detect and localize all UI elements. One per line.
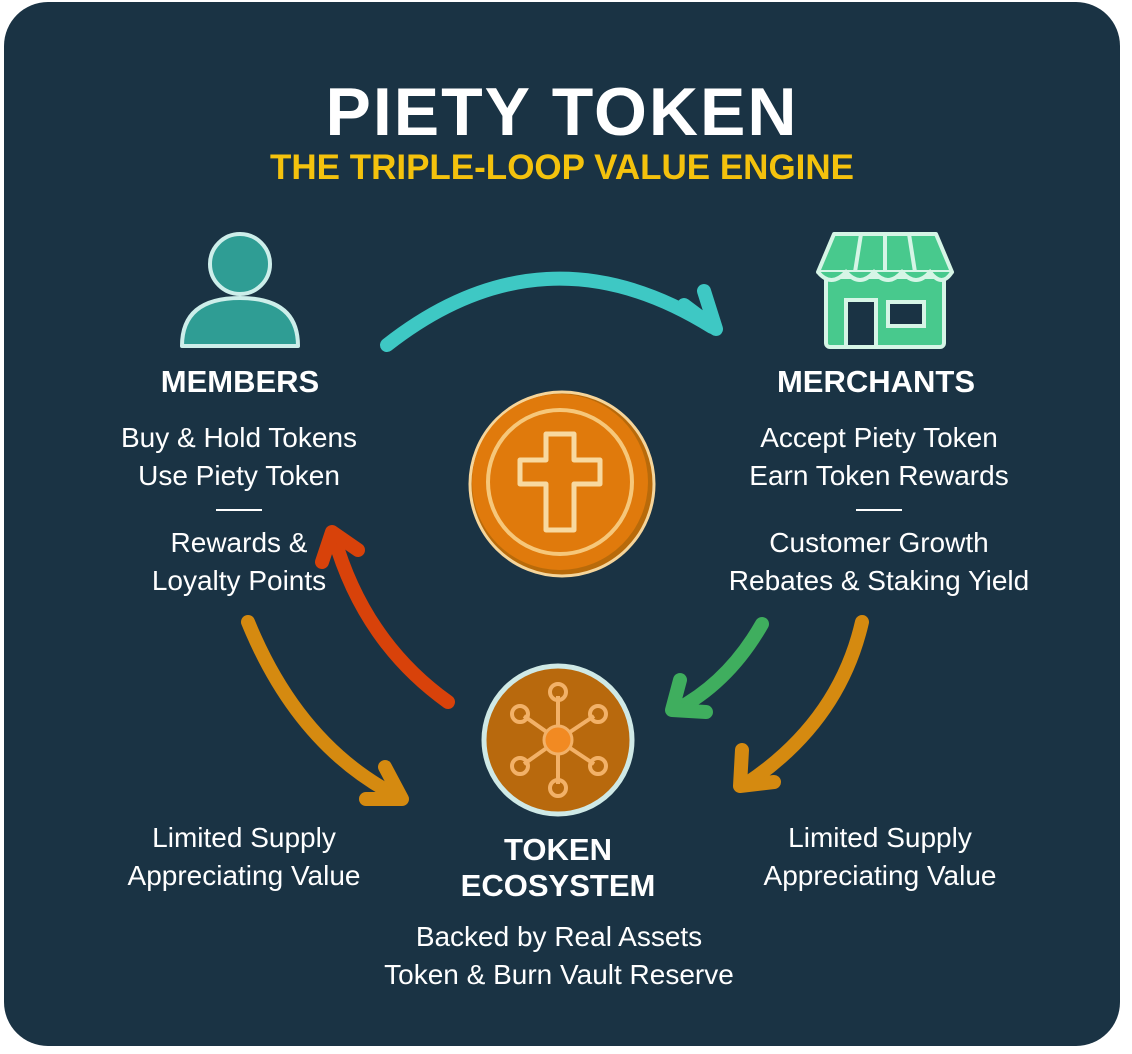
members-line: Buy & Hold Tokens [120, 422, 358, 453]
merchants-line: Earn Token Rewards [749, 460, 1009, 491]
merchants-line: Rebates & Staking Yield [728, 565, 1030, 596]
right-supply-note: Limited Supply Appreciating Value [720, 819, 1040, 895]
ecosystem-line: Token & Burn Vault Reserve [384, 959, 734, 990]
members-line: Loyalty Points [151, 565, 327, 596]
left-note-line: Limited Supply [152, 822, 336, 853]
ecosystem-heading: TOKEN ECOSYSTEM [408, 832, 708, 904]
arrow-merchants-to-ecosystem [665, 617, 769, 719]
members-line: Use Piety Token [138, 460, 340, 491]
page-subtitle: THE TRIPLE-LOOP VALUE ENGINE [269, 148, 855, 187]
page-title: PIETY TOKEN [325, 74, 799, 150]
piety-coin-icon [468, 390, 656, 578]
right-note-line: Appreciating Value [763, 860, 997, 891]
left-supply-note: Limited Supply Appreciating Value [84, 819, 404, 895]
arrow-merchants-yield-to-ecosystem [733, 615, 869, 793]
merchants-line: Accept Piety Token [760, 422, 998, 453]
member-icon [180, 232, 300, 348]
arrow-members-to-ecosystem [241, 615, 409, 806]
diagram-card: PIETY TOKEN THE TRIPLE-LOOP VALUE ENGINE… [4, 2, 1120, 1046]
ecosystem-line: Backed by Real Assets [415, 921, 703, 952]
ecosystem-heading-line: TOKEN [504, 832, 612, 867]
members-benefits: Rewards & Loyalty Points [64, 524, 414, 600]
members-line: Rewards & [170, 527, 308, 558]
members-heading: MEMBERS [160, 364, 320, 399]
ecosystem-details: Backed by Real Assets Token & Burn Vault… [344, 918, 774, 994]
merchants-benefits: Customer Growth Rebates & Staking Yield [694, 524, 1064, 600]
ecosystem-network-icon [481, 663, 635, 817]
ecosystem-heading-line: ECOSYSTEM [460, 868, 656, 903]
arrow-ecosystem-to-members [315, 525, 455, 709]
left-note-line: Appreciating Value [127, 860, 361, 891]
merchants-divider [856, 509, 902, 511]
arrow-members-to-merchants [380, 271, 723, 352]
members-actions: Buy & Hold Tokens Use Piety Token [64, 419, 414, 495]
merchants-actions: Accept Piety Token Earn Token Rewards [694, 419, 1064, 495]
diagram-artwork [180, 232, 954, 817]
members-divider [216, 509, 262, 511]
merchants-line: Customer Growth [769, 527, 989, 558]
merchant-shop-icon [816, 232, 954, 349]
merchants-heading: MERCHANTS [776, 364, 976, 399]
right-note-line: Limited Supply [788, 822, 972, 853]
